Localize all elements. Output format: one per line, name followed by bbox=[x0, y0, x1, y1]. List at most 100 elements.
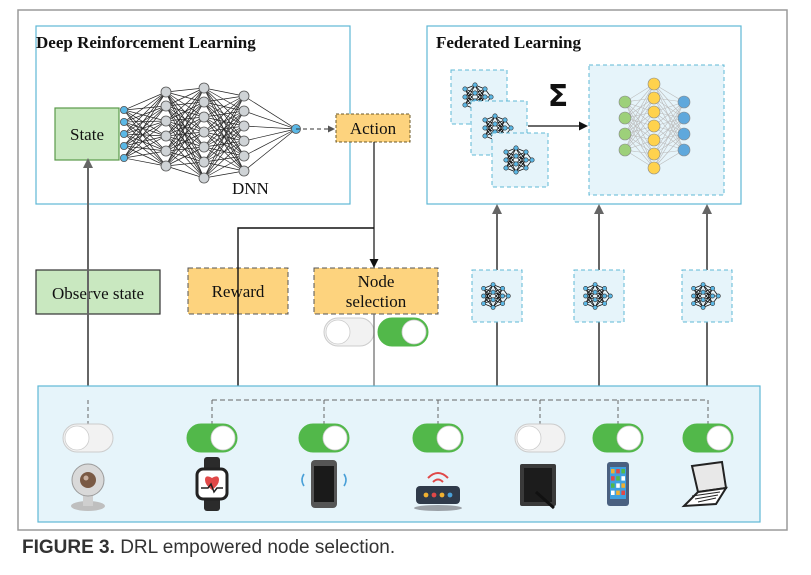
upload-model-2-node bbox=[602, 301, 607, 306]
node-selection-line2: selection bbox=[346, 292, 407, 311]
dnn-node bbox=[238, 165, 250, 177]
global-model-node bbox=[618, 95, 632, 109]
local-model-1-edge bbox=[464, 92, 476, 106]
upload-model-3-node bbox=[710, 293, 715, 299]
global-model-edge bbox=[653, 101, 685, 127]
dnn-node bbox=[198, 96, 210, 108]
local-model-2-node bbox=[482, 133, 488, 139]
dnn-edge bbox=[165, 87, 205, 167]
dnn-edge bbox=[203, 87, 245, 97]
local-model-3-node bbox=[523, 165, 529, 171]
dnn-edge bbox=[123, 109, 167, 137]
dnn-edge bbox=[165, 116, 205, 167]
upload-model-2-node bbox=[592, 289, 598, 295]
router-led bbox=[447, 492, 453, 498]
upload-model-1-node bbox=[490, 289, 496, 295]
dnn-node bbox=[238, 90, 250, 102]
dnn-node bbox=[198, 141, 210, 153]
dnn-edge bbox=[203, 110, 245, 179]
dnn-node bbox=[120, 118, 129, 127]
global-model-edge bbox=[653, 97, 685, 151]
dnn-edge bbox=[165, 87, 205, 137]
upload-model-1-edge bbox=[483, 291, 494, 304]
local-model-3-edge bbox=[505, 147, 517, 169]
upload-model-3-edge bbox=[702, 288, 713, 308]
dnn-node bbox=[198, 82, 210, 94]
phone-screen bbox=[314, 466, 334, 502]
local-model-3-edge bbox=[505, 147, 517, 161]
upload-model-card-1 bbox=[471, 269, 523, 323]
upload-model-2-node bbox=[583, 293, 588, 299]
devices-panel bbox=[37, 385, 761, 523]
global-model-edge bbox=[653, 83, 685, 135]
router-body bbox=[416, 486, 460, 504]
dnn-edge bbox=[123, 105, 167, 123]
global-model-node bbox=[647, 133, 661, 147]
global-model-edge bbox=[624, 83, 655, 119]
mobile-app-tile bbox=[616, 469, 620, 474]
global-model-node bbox=[677, 127, 691, 141]
local-model-3-node bbox=[513, 145, 519, 151]
local-model-3-node bbox=[513, 169, 519, 175]
device-toggle-3-knob bbox=[322, 425, 348, 451]
global-model-edge bbox=[624, 101, 655, 155]
router-led bbox=[423, 492, 429, 498]
dnn-edge bbox=[123, 133, 167, 137]
observe-state-label: Observe state bbox=[52, 284, 144, 303]
upload-model-2-node bbox=[583, 286, 588, 291]
dnn-edge bbox=[123, 109, 167, 122]
dnn-node bbox=[238, 105, 250, 117]
upload-model-1-edge bbox=[492, 288, 503, 301]
upload-model-1-node bbox=[481, 301, 486, 306]
global-model-edge bbox=[653, 117, 685, 169]
tablet-icon bbox=[520, 464, 556, 510]
smartphone-icon bbox=[301, 460, 347, 508]
dnn-edge bbox=[123, 135, 167, 159]
dnn-edge bbox=[165, 131, 205, 167]
device-toggle-6-knob bbox=[616, 425, 642, 451]
dnn-label: DNN bbox=[232, 179, 269, 198]
legend-toggle-2-knob bbox=[401, 319, 427, 345]
node-selection-line1: Node bbox=[358, 272, 395, 291]
dnn-node bbox=[238, 135, 250, 147]
tablet-screen bbox=[524, 468, 552, 502]
local-model-3-node bbox=[523, 157, 529, 163]
global-model-node bbox=[677, 143, 691, 157]
state-box bbox=[54, 107, 120, 161]
global-model-node bbox=[677, 111, 691, 125]
dnn-node bbox=[160, 130, 172, 142]
dnn-node bbox=[198, 156, 210, 168]
dnn-node bbox=[160, 145, 172, 157]
dnn-edge bbox=[203, 95, 245, 163]
global-model-edge bbox=[653, 97, 685, 135]
dnn-edge bbox=[203, 155, 245, 163]
dnn-edge bbox=[123, 120, 167, 135]
local-model-1-node bbox=[482, 86, 488, 92]
local-model-3-node bbox=[503, 157, 509, 163]
upload-model-1-edge bbox=[483, 284, 494, 297]
local-model-2-node bbox=[502, 125, 508, 131]
webcam-glare bbox=[83, 475, 89, 481]
local-model-3-node bbox=[503, 165, 509, 171]
dnn-edge bbox=[203, 125, 245, 179]
local-model-2-edge bbox=[494, 119, 506, 133]
device-toggle-7-knob bbox=[706, 425, 732, 451]
local-model-3-node bbox=[503, 149, 509, 155]
upload-model-2-node bbox=[583, 301, 588, 306]
global-model-edge bbox=[653, 111, 685, 151]
local-model-2-node bbox=[502, 117, 508, 123]
global-model-node bbox=[618, 127, 632, 141]
upload-model-1-node bbox=[481, 293, 486, 299]
action-box bbox=[335, 113, 411, 143]
upload-model-card-3 bbox=[681, 269, 733, 323]
dnn-node bbox=[238, 150, 250, 162]
dnn-edge bbox=[123, 150, 167, 159]
dnn-node bbox=[120, 129, 129, 138]
local-model-2-edge bbox=[484, 115, 496, 129]
dnn-edge bbox=[243, 128, 297, 157]
global-model-edge bbox=[653, 101, 685, 141]
tablet-stylus bbox=[535, 490, 555, 510]
dnn-edge bbox=[165, 87, 205, 152]
upload-model-1-node bbox=[490, 282, 496, 287]
